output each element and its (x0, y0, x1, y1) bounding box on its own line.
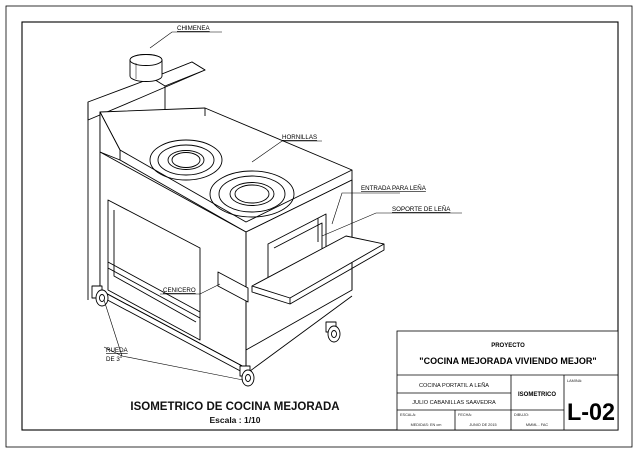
burners-label: HORNILLAS (282, 134, 317, 141)
date-value: JUNIO DE 2015 (469, 423, 496, 427)
wheel-back-right (325, 321, 341, 343)
scale-value: MEDIDAS: EN cm (411, 423, 442, 427)
view-type: ISOMETRICO (518, 392, 556, 398)
wood-inlet-label: ENTRADA PARA LEÑA (361, 185, 427, 192)
chimney (129, 54, 163, 82)
description: COCINA PORTATIL A LEÑA (419, 382, 489, 389)
leader-lines (103, 31, 462, 381)
drawn-value: MMML - FAC (526, 423, 548, 427)
title-block (396, 330, 619, 431)
drawn-label: DIBUJO: (514, 413, 529, 417)
wheel-front-right (239, 365, 255, 387)
date-label: FECHA: (458, 413, 472, 417)
inner-frame (21, 21, 619, 431)
burner-1 (149, 139, 223, 181)
wood-support-label: SOPORTE DE LEÑA (392, 206, 451, 213)
wheel-label-line2: DE 3" (106, 356, 122, 363)
wheel-front-left (91, 285, 109, 307)
author: JULIO CABANILLAS SAAVEDRA (412, 400, 496, 406)
stove-isometric (87, 54, 385, 387)
outer-frame (5, 5, 633, 448)
scale-label: ESCALA: (400, 413, 416, 417)
project-name: "COCINA MEJORADA VIVIENDO MEJOR" (419, 356, 596, 366)
chimney-label: CHIMENEA (177, 25, 211, 32)
wheel-label-line1: RUEDA (106, 347, 129, 354)
project-label: PROYECTO (491, 343, 525, 349)
sheet-label: LAMINA: (567, 379, 582, 383)
burner-2 (209, 170, 295, 218)
ash-tray-label: CENICERO (163, 287, 196, 294)
drawing-title: ISOMETRICO DE COCINA MEJORADA (130, 401, 339, 413)
drawing-scale: Escala : 1/10 (209, 415, 260, 425)
sheet-number: L-02 (567, 399, 615, 426)
ash-tray (217, 271, 249, 303)
